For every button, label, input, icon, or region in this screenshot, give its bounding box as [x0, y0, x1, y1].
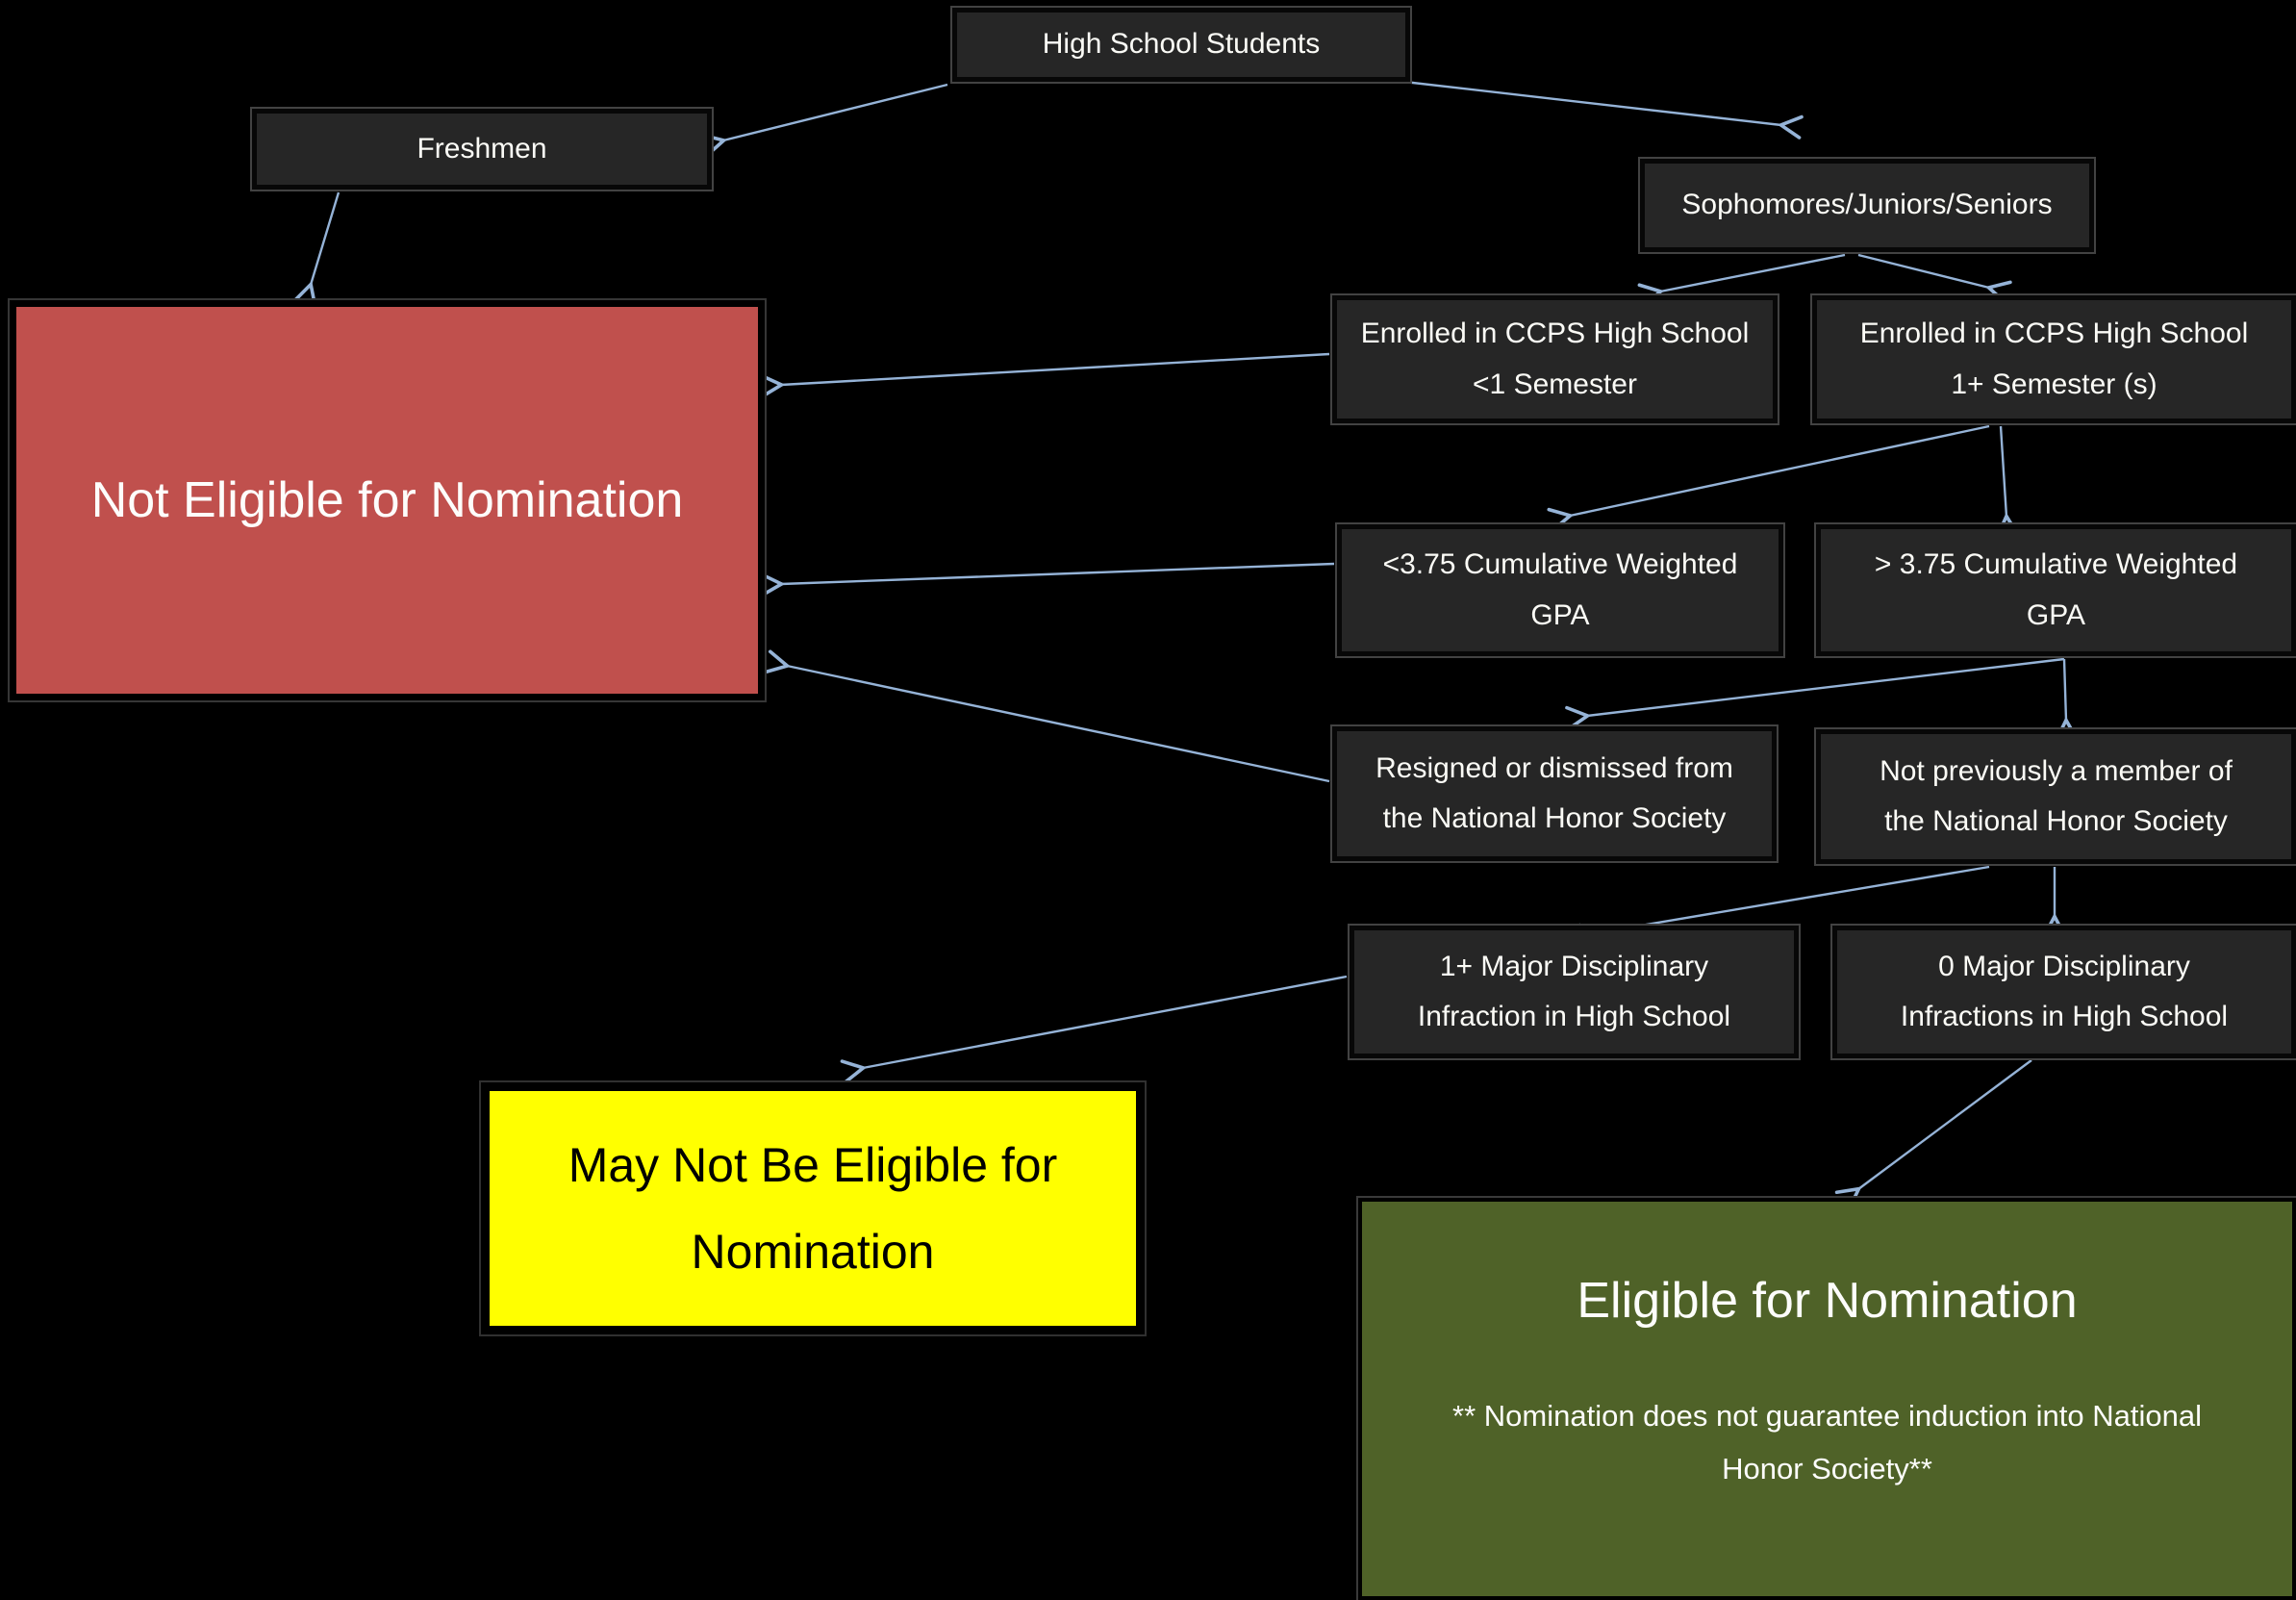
arrow-2: [293, 191, 341, 308]
arrow-4: [1857, 253, 2012, 305]
node-label-gpa-below-375: <3.75 Cumulative Weighted GPA: [1382, 548, 1738, 631]
node-label-enrolled-1-plus-semesters: Enrolled in CCPS High School 1+ Semester…: [1859, 317, 2249, 400]
node-label-not-previously-member: Not previously a member of the National …: [1880, 754, 2233, 838]
arrow-5: [759, 352, 1330, 398]
arrow-14: [840, 975, 1348, 1084]
arrow-3: [1637, 253, 1846, 308]
node-label-gpa-above-375: > 3.75 Cumulative Weighted GPA: [1874, 548, 2238, 631]
node-label-resigned-or-dismissed: Resigned or dismissed from the National …: [1375, 751, 1733, 835]
arrow-1: [1403, 80, 1804, 140]
node-not-eligible: Not Eligible for Nomination: [8, 298, 767, 702]
node-sophomores-juniors-seniors: Sophomores/Juniors/Seniors: [1638, 157, 2096, 254]
arrow-0: [700, 83, 948, 158]
node-label-high-school-students: High School Students: [1042, 28, 1321, 61]
arrow-12: [1577, 865, 1990, 948]
node-not-previously-member: Not previously a member of the National …: [1814, 727, 2296, 866]
node-note-eligible: ** Nomination does not guarantee inducti…: [1452, 1399, 2202, 1486]
node-enrolled-less-than-1-semester: Enrolled in CCPS High School <1 Semester: [1330, 293, 1779, 425]
node-enrolled-1-plus-semesters: Enrolled in CCPS High School 1+ Semester…: [1810, 293, 2296, 425]
node-eligible: Eligible for Nomination ** Nomination doe…: [1356, 1196, 2296, 1600]
node-label-enrolled-less-than-1-semester: Enrolled in CCPS High School <1 Semester: [1360, 317, 1750, 400]
node-one-plus-major-infraction: 1+ Major Disciplinary Infraction in High…: [1348, 924, 1801, 1060]
arrow-9: [1565, 657, 2065, 730]
node-label-not-eligible: Not Eligible for Nomination: [90, 472, 684, 528]
arrow-11: [764, 649, 1330, 783]
node-gpa-below-375: <3.75 Cumulative Weighted GPA: [1335, 522, 1785, 658]
arrow-7: [1995, 425, 2020, 539]
node-zero-major-infractions: 0 Major Disciplinary Infractions in High…: [1830, 924, 2296, 1060]
node-freshmen: Freshmen: [250, 107, 714, 191]
node-label-sophomores-juniors-seniors: Sophomores/Juniors/Seniors: [1681, 189, 2053, 221]
node-may-not-be-eligible: May Not Be Eligible for Nomination: [479, 1080, 1147, 1336]
node-label-one-plus-major-infraction: 1+ Major Disciplinary Infraction in High…: [1417, 950, 1731, 1033]
node-high-school-students: High School Students: [950, 6, 1412, 84]
arrow-8: [759, 562, 1335, 597]
node-resigned-or-dismissed: Resigned or dismissed from the National …: [1330, 724, 1779, 863]
node-label-may-not-be-eligible: May Not Be Eligible for Nomination: [568, 1138, 1058, 1279]
arrow-15: [1834, 1059, 2032, 1211]
arrow-6: [1547, 424, 1990, 532]
node-label-freshmen: Freshmen: [416, 132, 547, 165]
node-gpa-above-375: > 3.75 Cumulative Weighted GPA: [1814, 522, 2296, 658]
node-label-zero-major-infractions: 0 Major Disciplinary Infractions in High…: [1900, 950, 2229, 1033]
node-label-eligible: Eligible for Nomination: [1577, 1273, 2078, 1329]
arrow-10: [2055, 658, 2080, 743]
